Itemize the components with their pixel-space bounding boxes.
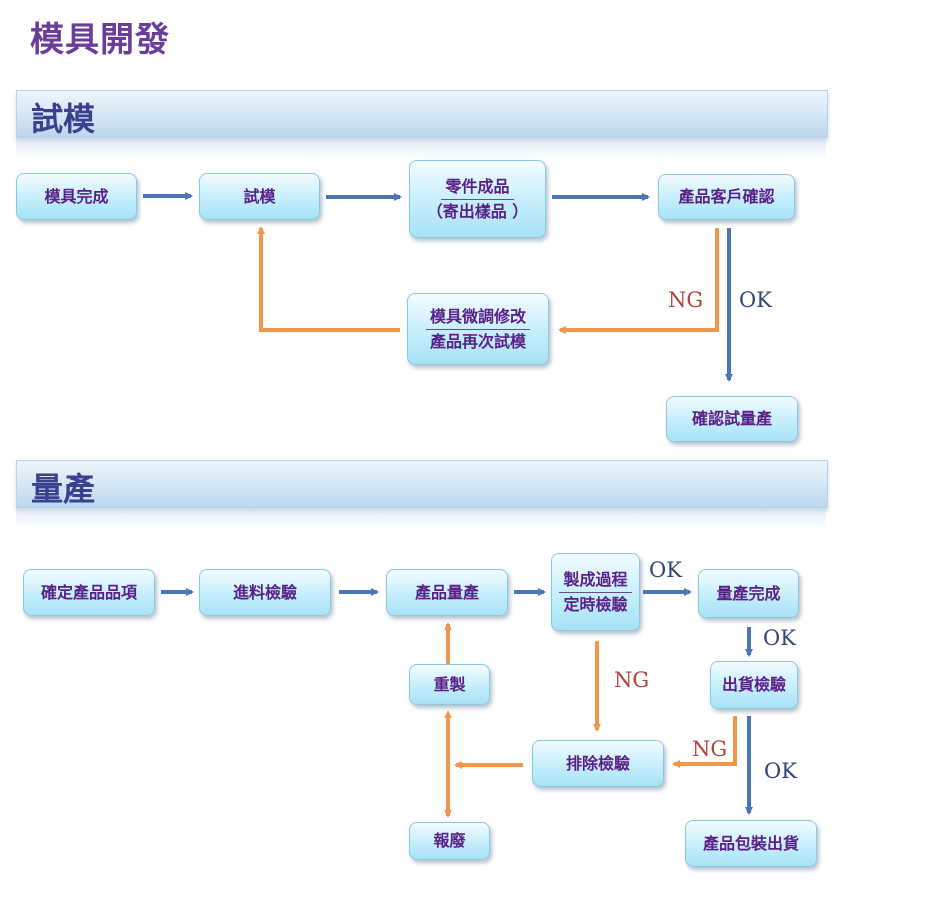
section-title-trial: 試模 <box>31 100 96 138</box>
node-label: 產品量產 <box>414 582 479 602</box>
section-fade <box>16 138 826 160</box>
node-scrap: 報廢 <box>409 822 490 860</box>
node-exclude-inspection: 排除檢驗 <box>532 740 664 787</box>
node-label-line1: 零件成品 <box>441 177 514 200</box>
label-ng: NG <box>692 737 728 761</box>
node-label: 量產完成 <box>716 583 781 603</box>
node-label: 排除檢驗 <box>565 753 630 773</box>
node-label-line2: 定時檢驗 <box>563 594 628 614</box>
section-title-mass: 量產 <box>31 470 96 508</box>
node-label: 確定產品品項 <box>40 582 137 602</box>
node-mass-production: 產品量產 <box>386 569 508 616</box>
node-rework: 重製 <box>409 664 490 705</box>
label-ok: OK <box>764 759 797 783</box>
arrow-ng-to-modify <box>558 228 719 334</box>
node-label: 進料檢驗 <box>232 582 297 602</box>
node-shipping-inspection: 出貨檢驗 <box>710 661 798 709</box>
section-header-trial: 試模 <box>16 90 828 138</box>
page-title: 模具開發 <box>30 20 170 60</box>
label-ok: OK <box>763 626 796 650</box>
arrow-modify-to-trial <box>257 226 400 332</box>
node-label: 重製 <box>433 674 466 694</box>
label-ok: OK <box>649 558 682 582</box>
node-label-line1: 製成過程 <box>559 570 632 593</box>
node-label-line2: （寄出樣品 ） <box>426 201 529 221</box>
label-ng: NG <box>668 288 704 312</box>
node-label: 產品客戶確認 <box>678 187 775 206</box>
node-process-inspection: 製成過程 定時檢驗 <box>551 553 640 631</box>
node-label: 確認試量產 <box>691 409 772 428</box>
arrow-ship-ng-to-exclude <box>672 716 737 768</box>
node-label-line1: 模具微調修改 <box>425 307 530 330</box>
node-pack-ship: 產品包裝出貨 <box>685 820 817 867</box>
node-label: 報廢 <box>433 831 466 850</box>
label-ng: NG <box>614 668 650 692</box>
node-mold-modify: 模具微調修改 產品再次試模 <box>407 293 549 365</box>
node-mold-complete: 模具完成 <box>16 173 137 220</box>
node-label: 產品包裝出貨 <box>702 833 799 853</box>
node-label: 模具完成 <box>44 186 109 206</box>
label-ok: OK <box>739 288 772 312</box>
section-header-mass: 量產 <box>16 460 828 508</box>
node-label-line2: 產品再次試模 <box>429 331 526 351</box>
node-customer-confirm: 產品客戶確認 <box>658 174 795 220</box>
section-fade <box>16 508 826 530</box>
node-determine-item: 確定產品品項 <box>23 569 155 616</box>
node-confirm-trial-production: 確認試量產 <box>666 396 798 442</box>
node-trial: 試模 <box>199 173 320 220</box>
node-incoming-inspection: 進料檢驗 <box>199 569 331 616</box>
node-label: 出貨檢驗 <box>721 675 786 694</box>
node-label: 試模 <box>243 186 276 206</box>
node-parts-sample: 零件成品 （寄出樣品 ） <box>409 160 546 238</box>
node-mass-complete: 量產完成 <box>698 569 799 618</box>
